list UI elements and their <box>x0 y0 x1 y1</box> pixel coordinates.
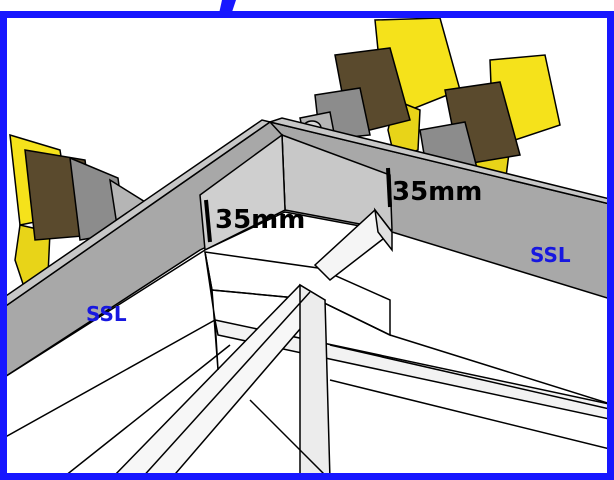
drill-icon <box>299 17 461 162</box>
dimension-left <box>204 199 212 243</box>
ssl-label-left: SSL <box>86 302 127 326</box>
box-assembly <box>0 117 614 480</box>
drill-icon <box>9 133 158 292</box>
dimension-right <box>386 167 392 208</box>
ssl-label-right: SSL <box>530 243 571 267</box>
dimension-left-label: 35mm <box>215 205 305 235</box>
dimension-right-label: 35mm <box>392 177 482 207</box>
